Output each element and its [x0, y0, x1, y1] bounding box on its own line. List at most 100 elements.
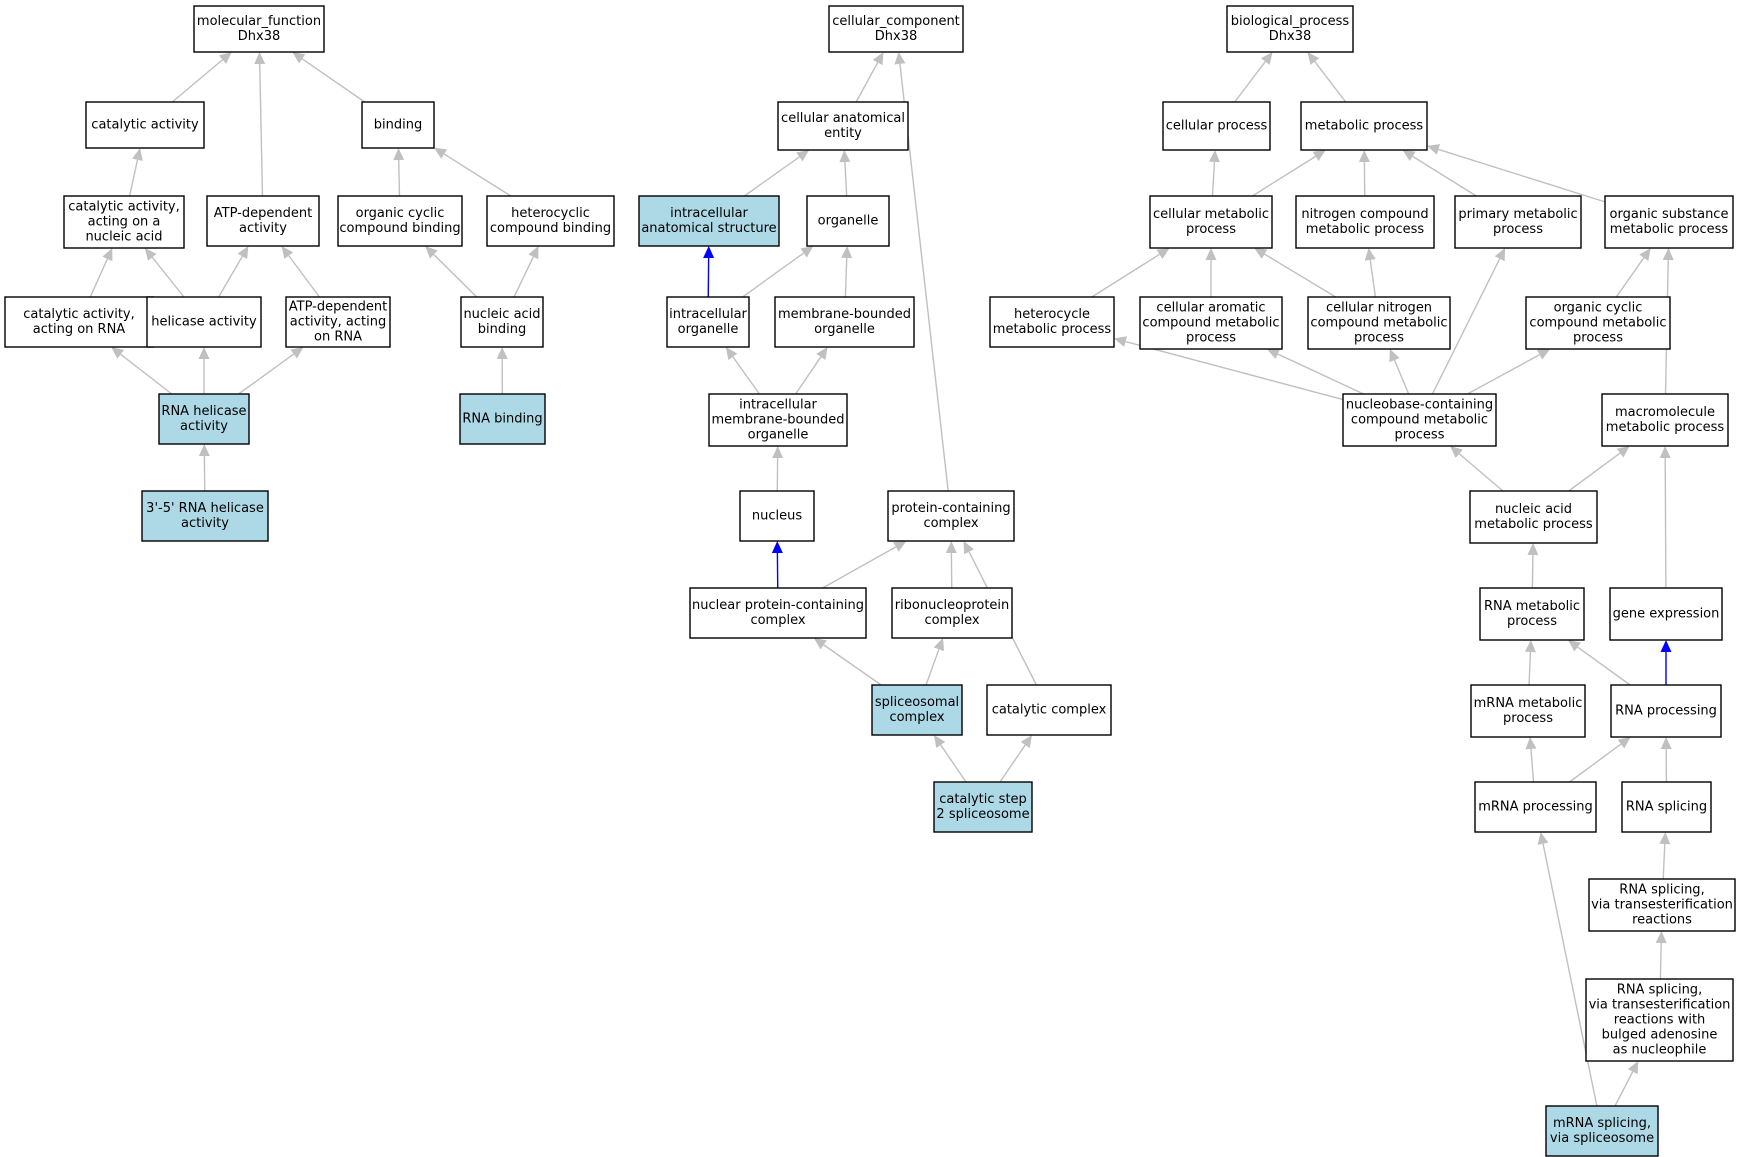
edge-spliceosomal-to-ribonucleo [925, 649, 940, 686]
node-catalytic-complex[interactable]: catalytic complex [986, 684, 1112, 736]
node-rna-proc[interactable]: RNA processing [1610, 684, 1722, 738]
node-label-line: activity, acting [290, 315, 387, 330]
arrowhead-cat_nucleic-to-catalytic_activity [132, 148, 143, 161]
edge-atp_dep_rna-to-atp_dep [288, 255, 320, 298]
node-label-line: organelle [818, 214, 879, 229]
node-label-line: molecular_function [197, 14, 321, 29]
node-box [891, 587, 1013, 639]
node-box [986, 684, 1112, 736]
node-label-line: intracellular [739, 398, 817, 413]
node-label-line: cellular metabolic [1153, 207, 1269, 222]
edge-rna_metab-to-nucleic_metab [1531, 554, 1534, 589]
node-rna-splice-bulged[interactable]: RNA splicing,via transesterificationreac… [1585, 978, 1734, 1062]
node-label-line: via transesterification [1591, 898, 1733, 913]
arrowhead-organelle-to-cell_anat [839, 150, 851, 163]
node-cell-proc[interactable]: cellular process [1162, 101, 1271, 151]
node-label-line: membrane-bounded [711, 413, 844, 428]
edge-cell_anat-to-cc_root [855, 62, 879, 103]
node-label-line: RNA helicase [161, 404, 246, 419]
node-label-line: cellular aromatic [1156, 301, 1265, 316]
node-mrna-splice[interactable]: mRNA splicing,via spliceosome [1545, 1105, 1659, 1157]
node-label-line: nucleic acid [1495, 502, 1572, 517]
edge-cat_step2-to-catalytic_complex [999, 744, 1026, 783]
node-nucleus[interactable]: nucleus [739, 490, 815, 542]
arrowhead-nuc_prot_complex-to-nucleus [771, 541, 783, 554]
node-rna-splice-trans[interactable]: RNA splicing,via transesterificationreac… [1588, 878, 1736, 932]
edge-nucleic_binding-to-org_cyclic_binding [433, 253, 478, 298]
node-rna-binding[interactable]: RNA binding [459, 393, 546, 445]
edge-rna_helicase-to-cat_rna [120, 353, 173, 395]
node-binding[interactable]: binding [361, 101, 435, 149]
node-box [460, 296, 544, 348]
node-box [1162, 101, 1271, 151]
edge-cell_proc-to-bp_root [1234, 61, 1266, 103]
node-label-line: complex [889, 710, 944, 725]
arrowhead-rna_helicase-to-helicase [198, 347, 210, 359]
node-label-line: nuclear protein-containing [692, 598, 864, 613]
node-label-line: heterocycle [1014, 307, 1090, 322]
arrowhead-nuc_prot_complex-to-prot_complex [893, 541, 907, 552]
node-label-line: organelle [814, 322, 875, 337]
node-box [1479, 587, 1585, 641]
arrowhead-atp_dep-to-mf_root [254, 52, 266, 65]
node-catalytic-activity[interactable]: catalytic activity [85, 101, 205, 149]
node-mrna-proc[interactable]: mRNA processing [1474, 781, 1597, 833]
edge-helicase-to-cat_nucleic [151, 256, 185, 298]
node-box [285, 296, 391, 348]
node-organelle[interactable]: organelle [806, 195, 890, 247]
node-label-line: bulged adenosine [1602, 1028, 1718, 1043]
node-label-line: RNA metabolic [1484, 599, 1580, 614]
node-label-line: compound metabolic [1529, 316, 1666, 331]
node-gene-expr[interactable]: gene expression [1609, 587, 1723, 641]
node-label-line: organic cyclic [1554, 301, 1643, 316]
node-metab-proc[interactable]: metabolic process [1300, 101, 1428, 151]
edge-spliceosomal-to-nuc_prot_complex [823, 644, 882, 686]
node-rna-splice[interactable]: RNA splicing [1621, 781, 1712, 833]
node-box [689, 587, 867, 639]
node-helicase[interactable]: helicase activity [146, 296, 262, 348]
node-label-line: cellular process [1166, 119, 1268, 134]
node-label-line: process [1507, 614, 1557, 629]
arrowhead-cat_step2-to-spliceosomal [934, 735, 946, 749]
arrowhead-rna_metab-to-nucleic_metab [1527, 543, 1539, 556]
node-label-line: acting on RNA [33, 322, 126, 337]
node-cat-rna[interactable]: catalytic activity,acting on RNA [4, 296, 154, 348]
node-label-line: metabolic process [1305, 119, 1424, 134]
node-label-line: complex [923, 516, 978, 531]
edge-intra_mem_org-to-mem_org [795, 356, 822, 395]
